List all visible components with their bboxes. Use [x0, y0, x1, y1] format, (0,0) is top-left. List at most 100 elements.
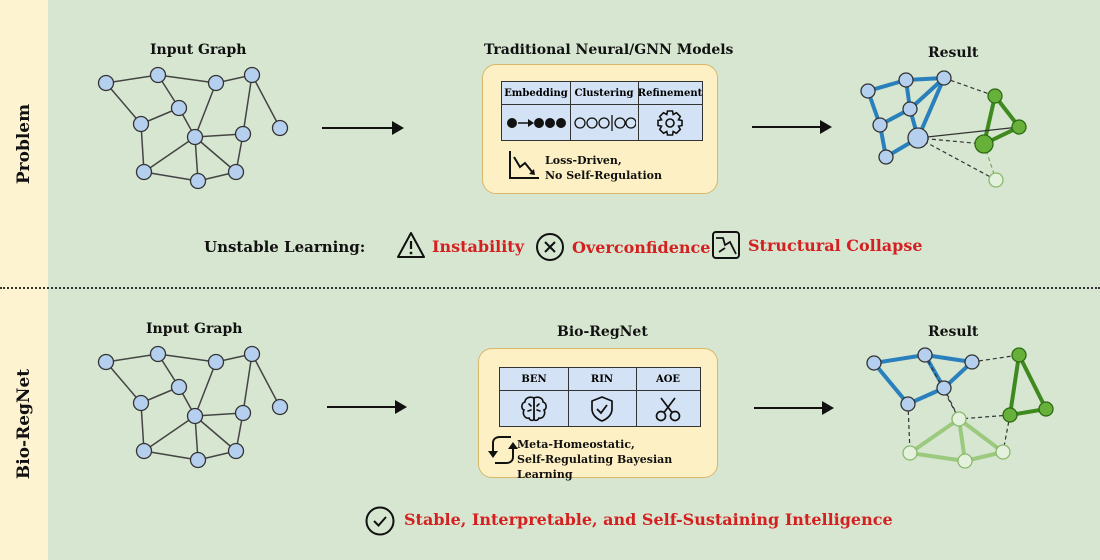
solution-result-title: Result	[928, 324, 979, 340]
graph-edge	[1008, 354, 1021, 416]
graph-edge	[943, 77, 996, 97]
graph-node	[902, 445, 918, 461]
problem-sidebar: Problem	[0, 0, 48, 287]
embedding-dots-icon	[507, 117, 566, 128]
problem-note: Loss-Driven, No Self-Regulation	[545, 154, 662, 182]
graph-edge	[924, 353, 973, 364]
graph-node	[189, 451, 207, 469]
graph-node	[186, 128, 204, 146]
graph-edge	[958, 414, 1011, 420]
graph-edge	[194, 136, 237, 173]
issue-instability: Instability	[432, 237, 524, 256]
graph-edge	[1017, 354, 1048, 410]
problem-model-title: Traditional Neural/GNN Models	[484, 42, 734, 58]
check-circle-icon	[365, 506, 395, 536]
graph-edge	[909, 451, 966, 463]
graph-node	[898, 72, 914, 88]
graph-node	[227, 442, 245, 460]
graph-edge	[907, 403, 911, 454]
problem-arrow-2	[752, 120, 832, 134]
graph-node	[132, 115, 150, 133]
graph-node	[957, 453, 973, 469]
shield-check-icon	[591, 395, 613, 422]
graph-edge	[143, 450, 199, 461]
graph-edge	[957, 417, 1005, 454]
graph-node	[1011, 119, 1027, 135]
solution-input-title: Input Graph	[146, 321, 243, 337]
graph-node	[872, 117, 888, 133]
loss-curve-icon	[509, 151, 539, 179]
module-embedding: Embedding	[502, 82, 571, 140]
solution-arrow-2	[754, 401, 834, 415]
graph-edge	[917, 137, 997, 181]
graph-edge	[251, 74, 281, 129]
graph-node	[243, 345, 261, 363]
brain-icon	[521, 395, 547, 421]
graph-node	[866, 355, 882, 371]
solution-result-graph	[866, 347, 1054, 469]
graph-edge	[143, 171, 199, 182]
graph-node	[207, 353, 225, 371]
graph-edge	[157, 353, 217, 363]
graph-node	[951, 411, 967, 427]
graph-edge	[971, 354, 1020, 363]
graph-node	[135, 442, 153, 460]
graph-node	[936, 380, 952, 396]
graph-edge	[242, 74, 253, 135]
graph-edge	[194, 361, 217, 417]
graph-edge	[105, 82, 142, 125]
warning-icon	[397, 232, 425, 258]
graph-node	[170, 99, 188, 117]
graph-node	[271, 398, 289, 416]
problem-result-graph	[860, 70, 1027, 188]
scissors-icon	[655, 396, 681, 421]
graph-node	[964, 354, 980, 370]
solution-module-strip: BEN RIN	[499, 367, 701, 427]
graph-node	[988, 172, 1004, 188]
problem-model-box: Embedding Clustering	[482, 64, 718, 194]
issues-label: Unstable Learning:	[204, 238, 366, 256]
problem-input-graph	[97, 66, 289, 190]
graph-edge	[157, 74, 217, 84]
graph-node	[132, 394, 150, 412]
graph-edge	[105, 361, 142, 404]
graph-node	[207, 74, 225, 92]
graph-node	[974, 134, 994, 154]
solution-note: Meta-Homeostatic, Self-Regulating Bayesi…	[517, 438, 673, 481]
issue-overconfidence: Overconfidence	[572, 238, 711, 257]
solution-arrow-1	[327, 400, 407, 414]
problem-module-strip: Embedding Clustering	[501, 81, 703, 141]
graph-node	[170, 378, 188, 396]
graph-node	[149, 345, 167, 363]
graph-node	[907, 127, 929, 149]
graph-edge	[143, 136, 196, 173]
x-circle-icon	[536, 233, 564, 261]
solution-model-title: Bio-RegNet	[557, 324, 648, 340]
graph-edge	[194, 82, 217, 138]
problem-side-label: Problem	[14, 103, 34, 184]
problem-result-title: Result	[928, 45, 979, 61]
solution-input-graph	[97, 345, 289, 469]
solution-sidebar: Bio-RegNet	[0, 287, 48, 560]
graph-node	[227, 163, 245, 181]
graph-node	[987, 88, 1003, 104]
graph-node	[186, 407, 204, 425]
solution-side-label: Bio-RegNet	[14, 368, 34, 479]
graph-node	[995, 444, 1011, 460]
problem-input-title: Input Graph	[150, 42, 247, 58]
graph-node	[234, 125, 252, 143]
gear-icon	[657, 109, 683, 136]
clustering-circles-icon	[574, 114, 636, 131]
graph-edge	[872, 361, 910, 406]
module-aoe: AOE	[636, 368, 700, 426]
module-ben: BEN	[500, 368, 569, 426]
graph-edge	[908, 417, 961, 455]
graph-edge	[194, 415, 237, 452]
graph-edge	[143, 415, 196, 452]
graph-node	[902, 101, 918, 117]
module-clustering: Clustering	[570, 82, 639, 140]
graph-edge	[916, 77, 946, 139]
graph-edge	[242, 353, 253, 414]
graph-node	[149, 66, 167, 84]
graph-node	[917, 347, 933, 363]
